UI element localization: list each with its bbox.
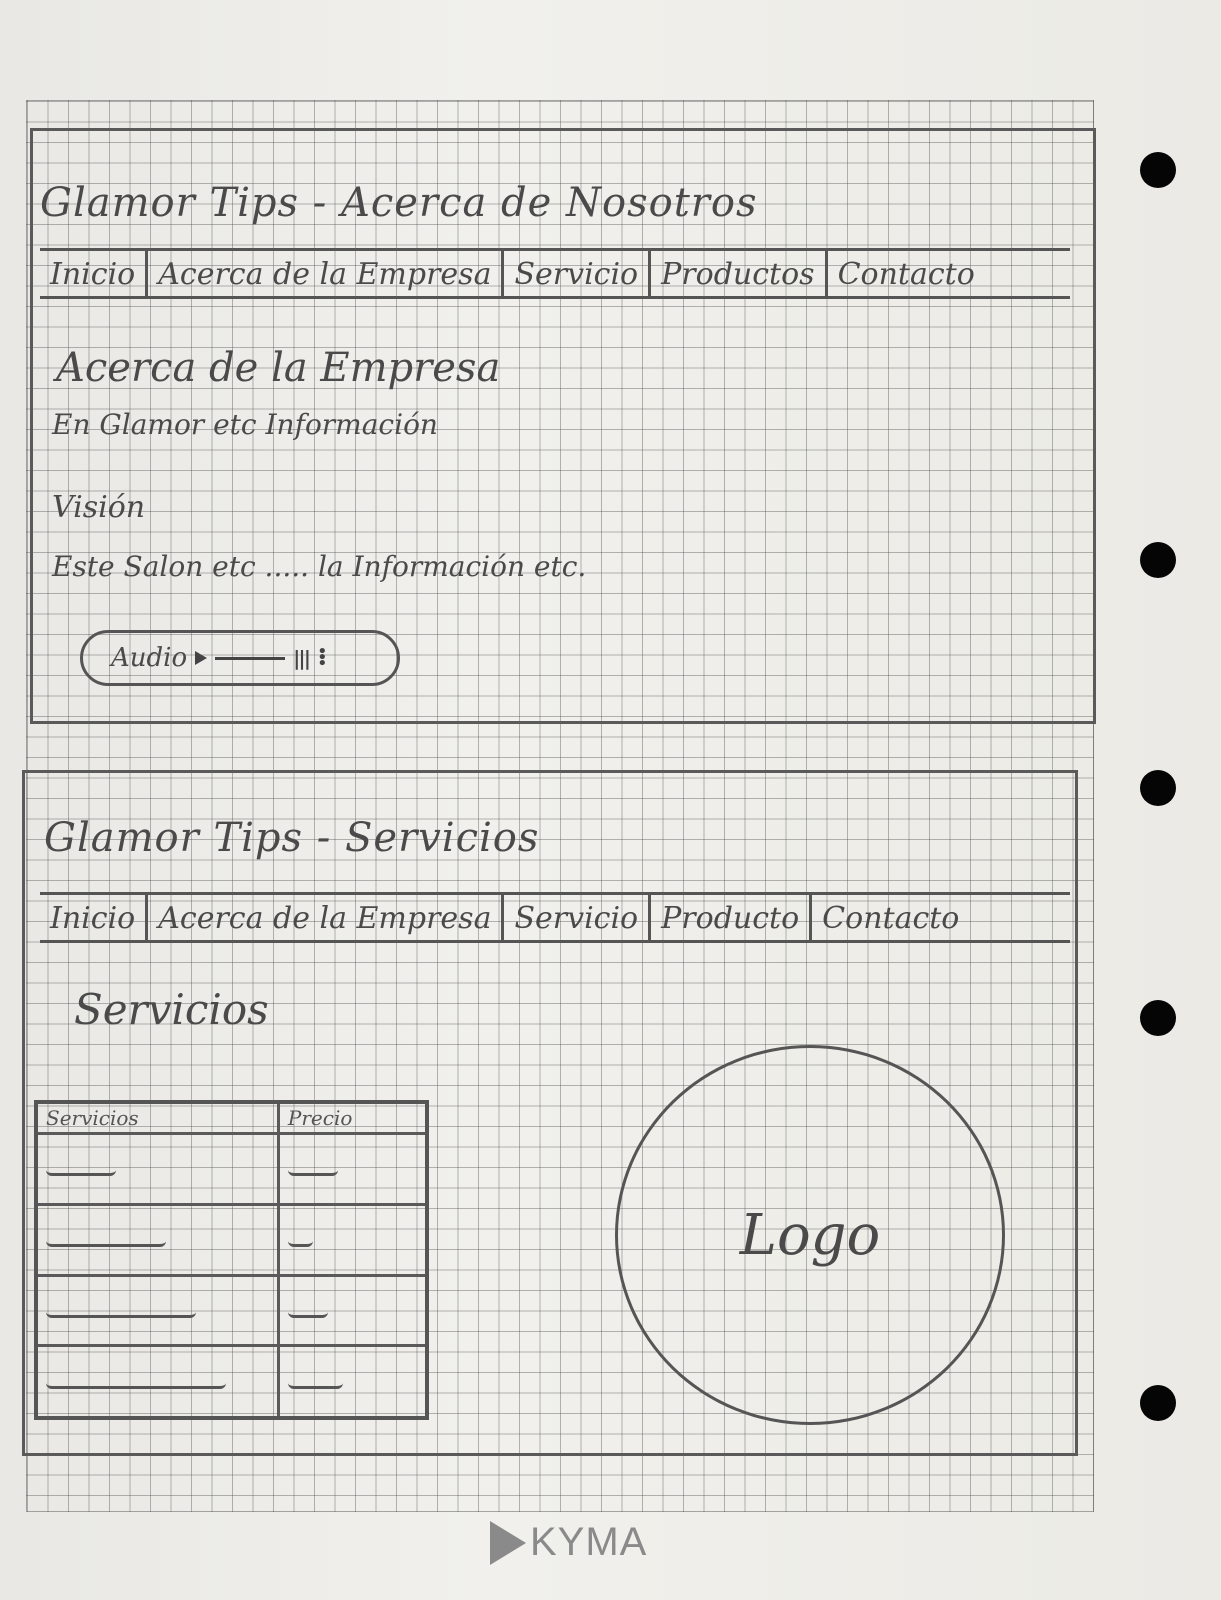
nav-item-contacto[interactable]: Contacto [822,901,960,936]
table-cell-service [34,1132,280,1206]
nav-item-acerca[interactable]: Acerca de la Empresa [148,895,505,940]
section-heading: Servicios [74,985,269,1034]
table-header-servicios: Servicios [34,1100,280,1135]
audio-label: Audio [111,643,188,673]
nav-item-acerca[interactable]: Acerca de la Empresa [148,251,505,296]
binder-hole [1140,152,1176,188]
table-cell-service [34,1344,280,1420]
logo-label: Logo [739,1202,881,1268]
table-row [34,1132,429,1206]
audio-player[interactable]: Audio ||| ••• [80,630,400,686]
table-row [34,1202,429,1277]
logo-placeholder: Logo [615,1045,1005,1425]
binder-hole [1140,770,1176,806]
placeholder-scribble [287,1238,313,1247]
table-cell-price [276,1273,429,1348]
placeholder-scribble [287,1309,328,1318]
services-table: Servicios Precio [34,1100,429,1420]
table-header-precio: Precio [276,1100,429,1135]
page-title: Glamor Tips - Acerca de Nosotros [40,180,758,226]
page-title: Glamor Tips - Servicios [44,815,540,861]
nav-bar: Inicio Acerca de la Empresa Servicio Pro… [40,248,1070,299]
brand-logo-icon [490,1520,526,1565]
placeholder-scribble [46,1238,166,1247]
table-row [34,1344,429,1420]
table-cell-service [34,1202,280,1277]
wireframe-about-page [30,128,1096,724]
placeholder-scribble [46,1167,116,1176]
play-icon[interactable] [195,651,208,665]
section-heading: Acerca de la Empresa [56,345,501,391]
paper-brand: KYMA [490,1520,647,1565]
table-cell-service [34,1273,280,1348]
table-row [34,1273,429,1348]
table-cell-price [276,1344,429,1420]
intro-text: En Glamor etc Información [52,408,438,441]
nav-item-servicio[interactable]: Servicio [504,251,652,296]
nav-bar: Inicio Acerca de la Empresa Servicio Pro… [40,892,1070,943]
table-cell-price [276,1202,429,1277]
vision-text: Este Salon etc ..... la Información etc. [52,550,587,583]
placeholder-scribble [287,1167,338,1176]
binder-hole [1140,542,1176,578]
binder-hole [1140,1385,1176,1421]
wireframe-services-page [22,770,1078,1456]
vision-label: Visión [52,490,146,525]
placeholder-scribble [46,1380,226,1389]
nav-item-servicio[interactable]: Servicio [504,895,652,940]
binder-hole [1140,1000,1176,1036]
brand-name: KYMA [530,1520,648,1564]
placeholder-scribble [287,1380,343,1389]
nav-item-producto[interactable]: Producto [651,895,813,940]
nav-item-contacto[interactable]: Contacto [837,257,975,292]
table-cell-price [276,1132,429,1206]
volume-icon[interactable]: ||| [293,646,311,670]
nav-item-inicio[interactable]: Inicio [40,895,149,940]
placeholder-scribble [46,1309,196,1318]
more-options-icon[interactable]: ••• [316,641,328,674]
audio-progress-bar[interactable] [215,656,286,660]
nav-item-productos[interactable]: Productos [651,251,828,296]
nav-item-inicio[interactable]: Inicio [40,251,149,296]
